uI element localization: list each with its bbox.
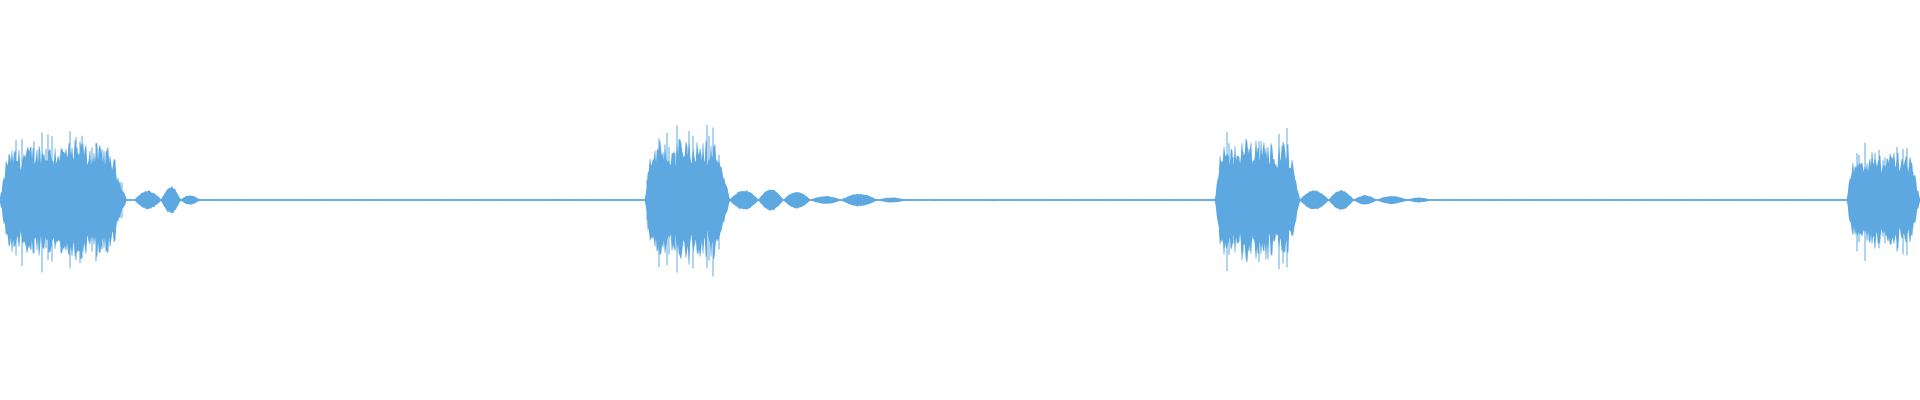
waveform-envelope — [0, 137, 1920, 265]
